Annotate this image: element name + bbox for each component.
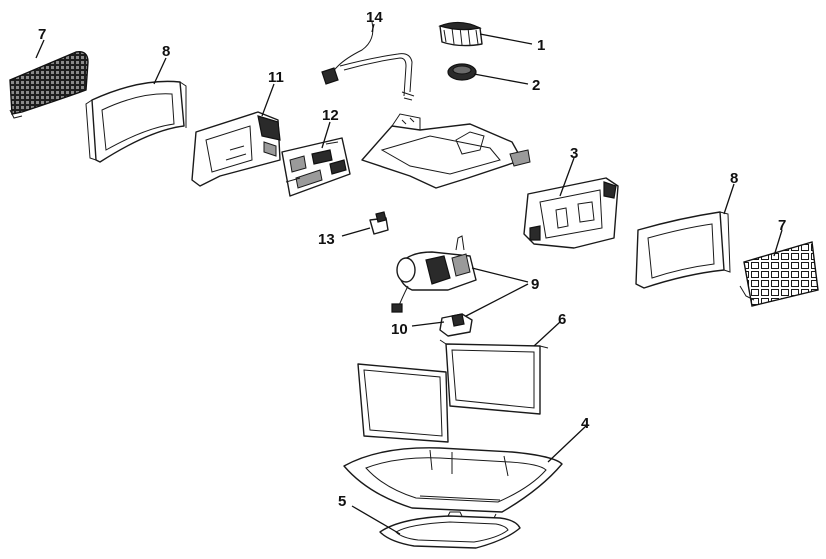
part-4-base-cover — [343, 447, 563, 513]
leader-10 — [411, 321, 445, 327]
callout-8-left: 8 — [162, 43, 170, 60]
part-12-logic-board — [281, 137, 351, 197]
callout-labels: 1 2 3 4 5 6 7 7 8 8 9 10 11 12 13 14 — [38, 9, 786, 510]
callout-1: 1 — [537, 37, 545, 54]
callout-9: 9 — [531, 276, 539, 293]
leader-1 — [479, 33, 533, 45]
part-8-right-lens-frame — [635, 211, 731, 289]
part-3-end-housing-right — [523, 177, 619, 249]
callout-5: 5 — [338, 493, 346, 510]
leader-11 — [261, 83, 275, 117]
part-1-gear-cap — [438, 21, 483, 47]
part-10-travel-module — [439, 313, 473, 337]
part-5-lens-ring — [379, 511, 521, 549]
part-8-left-lens-frame — [85, 80, 187, 163]
callout-4: 4 — [581, 415, 590, 432]
callout-8-right: 8 — [730, 170, 738, 187]
leader-7-left — [35, 39, 45, 59]
chassis-plate — [361, 113, 531, 189]
callout-10: 10 — [391, 321, 408, 338]
leader-lines — [35, 23, 783, 535]
part-2-sprocket — [447, 63, 477, 81]
callout-7-left: 7 — [38, 26, 46, 43]
part-7-left-light-lens — [9, 51, 89, 119]
callout-13: 13 — [318, 231, 335, 248]
leader-2 — [473, 73, 529, 85]
leader-9-b — [465, 283, 529, 317]
leader-8-left — [153, 57, 167, 85]
leader-14 — [371, 23, 375, 33]
leader-4 — [547, 425, 587, 463]
callout-11: 11 — [268, 69, 284, 86]
leader-3 — [559, 157, 575, 197]
callout-2: 2 — [532, 77, 540, 94]
leader-5 — [351, 505, 401, 535]
callout-12: 12 — [322, 107, 339, 124]
part-13-limit-switch — [369, 211, 389, 235]
leader-9-a — [471, 267, 529, 283]
part-11-end-housing — [191, 111, 281, 187]
callout-3: 3 — [570, 145, 578, 162]
leader-12 — [321, 121, 331, 149]
callout-6: 6 — [558, 311, 566, 328]
callout-7-right: 7 — [778, 217, 786, 234]
leader-8-right — [723, 183, 735, 215]
leader-13 — [341, 227, 371, 237]
part-14-power-cord — [321, 21, 415, 101]
part-7-right-light-lens — [739, 241, 819, 307]
part-9-motor-assembly — [391, 235, 477, 313]
part-6-reflector-panels — [357, 339, 549, 443]
leader-7-right — [773, 229, 783, 257]
leader-6 — [533, 321, 561, 347]
callout-14: 14 — [366, 9, 383, 26]
